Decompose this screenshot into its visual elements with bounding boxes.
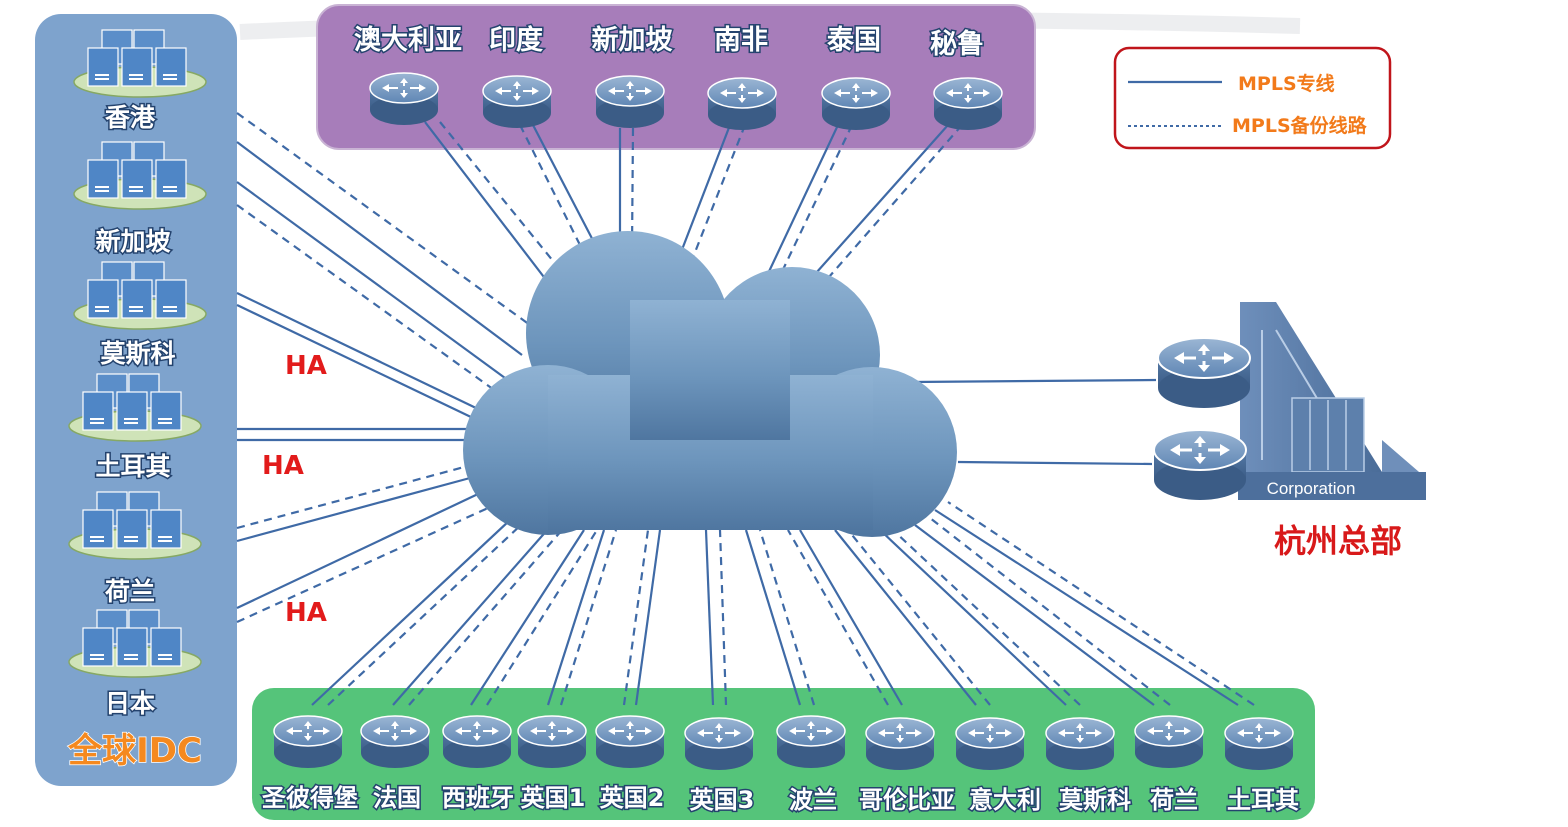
bottom-router-label: 英国3 xyxy=(690,786,755,814)
idc-site-label: 新加坡 xyxy=(95,227,170,256)
router-icon xyxy=(273,715,343,769)
legend-dashed-label: MPLS备份线路 xyxy=(1232,114,1368,137)
router-icon xyxy=(684,717,754,771)
top-router-label: 南非 xyxy=(714,25,768,56)
legend: MPLS专线 MPLS备份线路 xyxy=(1113,46,1392,150)
bottom-router-label: 莫斯科 xyxy=(1059,786,1131,814)
legend-solid-label: MPLS专线 xyxy=(1238,72,1335,95)
bottom-router-label: 意大利 xyxy=(969,786,1041,814)
router-icon xyxy=(1045,717,1115,771)
mpls-links xyxy=(236,112,1255,706)
router-icon xyxy=(1224,717,1294,771)
bottom-router-label: 荷兰 xyxy=(1150,786,1198,814)
bottom-router-label: 土耳其 xyxy=(1227,786,1299,814)
bottom-router-label: 哥伦比亚 xyxy=(859,786,955,814)
router-icon xyxy=(595,715,665,769)
bottom-router-label: 圣彼得堡 xyxy=(262,784,358,812)
top-router-label: 新加坡 xyxy=(592,24,673,56)
ha-label: HA xyxy=(285,351,327,381)
idc-site-label: 土耳其 xyxy=(95,452,170,481)
router-icon xyxy=(707,77,777,131)
router-icon xyxy=(482,75,552,129)
idc-site-label: 香港 xyxy=(105,103,156,132)
hq-title: 杭州总部 xyxy=(1274,522,1402,560)
top-router-label: 印度 xyxy=(489,24,543,56)
idc-site-labels: 香港 新加坡 莫斯科 土耳其 荷兰 日本 xyxy=(94,102,177,720)
router-icon xyxy=(369,72,439,126)
router-icon xyxy=(821,77,891,131)
router-icon xyxy=(1153,429,1247,501)
router-icon xyxy=(776,715,846,769)
top-router-label: 秘鲁 xyxy=(930,29,984,60)
router-icon xyxy=(1134,715,1204,769)
mpls-cloud-icon xyxy=(463,231,957,537)
corporation-building-icon: Corporation xyxy=(1238,302,1426,500)
idc-title: 全球IDC xyxy=(67,731,202,771)
router-icon xyxy=(442,715,512,769)
idc-site-label: 莫斯科 xyxy=(100,339,175,368)
router-icon xyxy=(865,717,935,771)
bottom-router-labels: 圣彼得堡 法国 西班牙 英国1 英国2 英国3 波兰 哥伦比亚 意大利 莫斯科 … xyxy=(261,783,1301,816)
router-icon xyxy=(360,715,430,769)
router-icon xyxy=(933,77,1003,131)
top-router-label: 澳大利亚 xyxy=(354,25,462,56)
top-router-labels: 澳大利亚 印度 新加坡 南非 泰国 秘鲁 xyxy=(353,23,986,62)
ha-label: HA xyxy=(285,598,327,628)
top-router-label: 泰国 xyxy=(827,25,881,56)
bottom-router-label: 西班牙 xyxy=(442,784,514,812)
router-icon xyxy=(517,715,587,769)
router-icon xyxy=(1157,337,1251,409)
idc-site-label: 日本 xyxy=(105,689,155,718)
building-label: Corporation xyxy=(1267,479,1356,498)
router-icon xyxy=(595,75,665,129)
bottom-router-label: 法国 xyxy=(373,784,421,812)
router-icon xyxy=(955,717,1025,771)
bottom-router-label: 英国1 xyxy=(521,784,586,812)
idc-site-label: 荷兰 xyxy=(105,577,155,606)
ha-label: HA xyxy=(262,451,304,481)
bottom-router-label: 英国2 xyxy=(600,784,665,812)
bottom-router-label: 波兰 xyxy=(789,786,837,814)
